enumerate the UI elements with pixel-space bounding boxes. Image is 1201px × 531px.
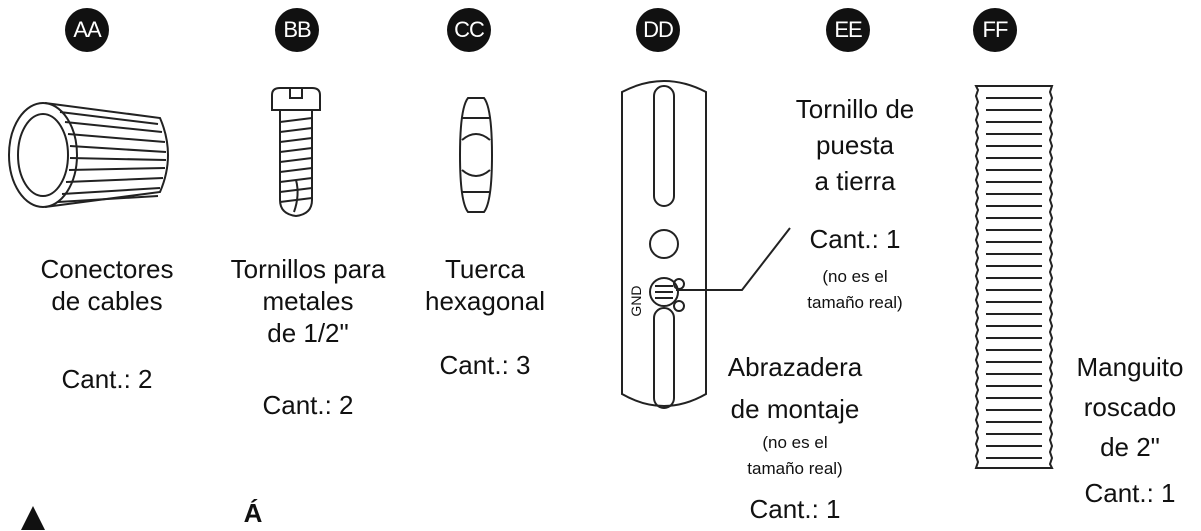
- badge-ff: FF: [973, 8, 1017, 52]
- cc-quantity: Cant.: 3: [439, 350, 531, 380]
- aa-quantity: Cant.: 2: [61, 364, 153, 394]
- ee-note-line2: tamaño real): [807, 293, 903, 312]
- badge-aa: AA: [65, 8, 109, 52]
- ff-name-line2: roscado: [1083, 392, 1177, 422]
- bb-quantity: Cant.: 2: [262, 390, 354, 420]
- hex-nut-illustration: [458, 97, 494, 213]
- bb-name-line1: Tornillos para: [230, 254, 386, 284]
- aa-name-line2: de cables: [51, 286, 163, 316]
- bb-name-line3: de 1/2": [267, 318, 349, 348]
- dd-quantity: Cant.: 1: [749, 494, 841, 524]
- ee-name-line1: Tornillo de: [795, 94, 915, 124]
- ff-name-line1: Manguito: [1076, 352, 1184, 382]
- ee-quantity: Cant.: 1: [809, 224, 901, 254]
- gnd-label: GND: [628, 285, 644, 317]
- dd-name-line2: de montaje: [730, 394, 860, 424]
- ff-quantity: Cant.: 1: [1084, 478, 1176, 508]
- aa-name-line1: Conectores: [40, 254, 174, 284]
- badge-cc: CC: [447, 8, 491, 52]
- cc-name-line2: hexagonal: [425, 286, 545, 316]
- machine-screw-illustration: [271, 87, 321, 218]
- ee-note-line1: (no es el: [822, 267, 888, 286]
- wire-connector-illustration: [8, 102, 169, 208]
- ee-name-line2: puesta: [815, 130, 895, 160]
- warning-icon: [21, 506, 45, 530]
- threaded-nipple-illustration: [974, 85, 1054, 469]
- badge-bb: BB: [275, 8, 319, 52]
- partial-heading: Á: [243, 498, 263, 528]
- ee-name-line3: a tierra: [814, 166, 896, 196]
- ff-name-line3: de 2": [1100, 432, 1160, 462]
- badge-dd: DD: [636, 8, 680, 52]
- badge-ee: EE: [826, 8, 870, 52]
- dd-note-line1: (no es el: [762, 433, 828, 452]
- bb-name-line2: metales: [262, 286, 354, 316]
- dd-name-line1: Abrazadera: [727, 352, 863, 382]
- mounting-strap-illustration: [621, 80, 791, 409]
- cc-name-line1: Tuerca: [445, 254, 525, 284]
- dd-note-line2: tamaño real): [747, 459, 843, 478]
